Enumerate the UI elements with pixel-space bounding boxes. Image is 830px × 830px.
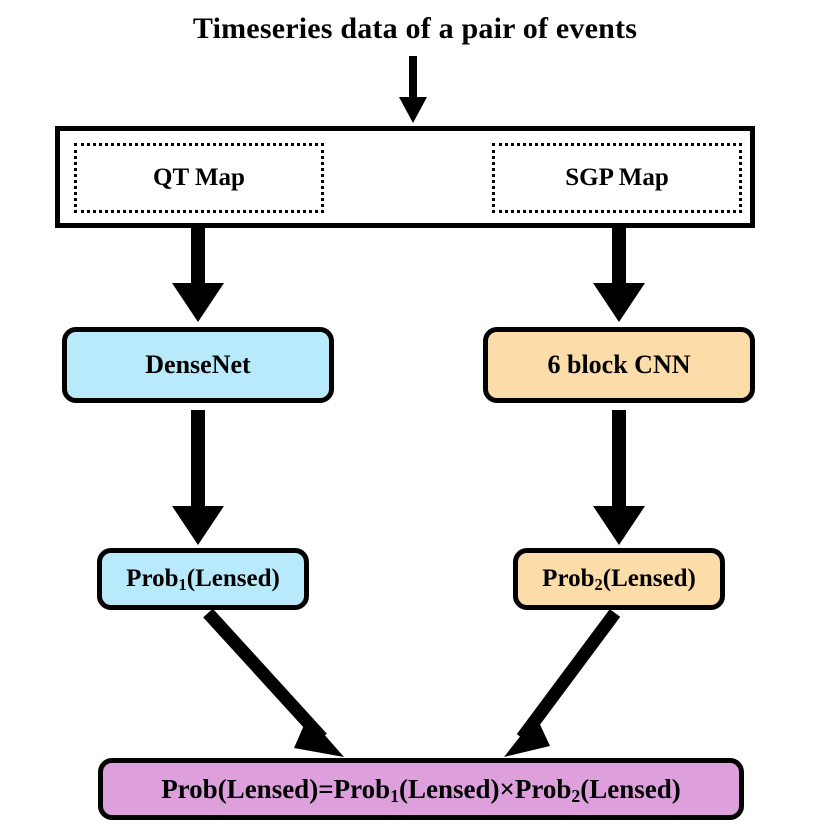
input-stage-container: QT Map SGP Map bbox=[55, 126, 755, 228]
arrow-qt-to-densenet bbox=[172, 228, 224, 322]
densenet-label: DenseNet bbox=[145, 350, 251, 379]
arrow-cnn-to-prob2 bbox=[593, 410, 645, 545]
arrow-title-to-input bbox=[399, 56, 427, 123]
prob1-label: Prob1(Lensed) bbox=[126, 565, 280, 595]
arrow-densenet-to-prob1 bbox=[172, 410, 224, 545]
qt-map-label: QT Map bbox=[153, 164, 245, 191]
six-block-cnn-label: 6 block CNN bbox=[547, 350, 691, 379]
arrow-prob2-to-result bbox=[504, 609, 621, 757]
prob2-label: Prob2(Lensed) bbox=[542, 565, 696, 595]
final-probability-label: Prob(Lensed)=Prob1(Lensed)×Prob2(Lensed) bbox=[161, 773, 681, 807]
densenet-node[interactable]: DenseNet bbox=[62, 327, 334, 403]
qt-map-box[interactable]: QT Map bbox=[74, 143, 324, 213]
arrow-sgp-to-cnn bbox=[593, 228, 645, 322]
arrow-prob1-to-result bbox=[203, 608, 344, 757]
sgp-map-label: SGP Map bbox=[565, 164, 669, 191]
prob1-node[interactable]: Prob1(Lensed) bbox=[97, 548, 309, 610]
final-probability-node[interactable]: Prob(Lensed)=Prob1(Lensed)×Prob2(Lensed) bbox=[98, 758, 744, 820]
page-title: Timeseries data of a pair of events bbox=[192, 12, 638, 45]
prob2-node[interactable]: Prob2(Lensed) bbox=[513, 548, 725, 610]
six-block-cnn-node[interactable]: 6 block CNN bbox=[483, 327, 755, 403]
sgp-map-box[interactable]: SGP Map bbox=[492, 143, 742, 213]
